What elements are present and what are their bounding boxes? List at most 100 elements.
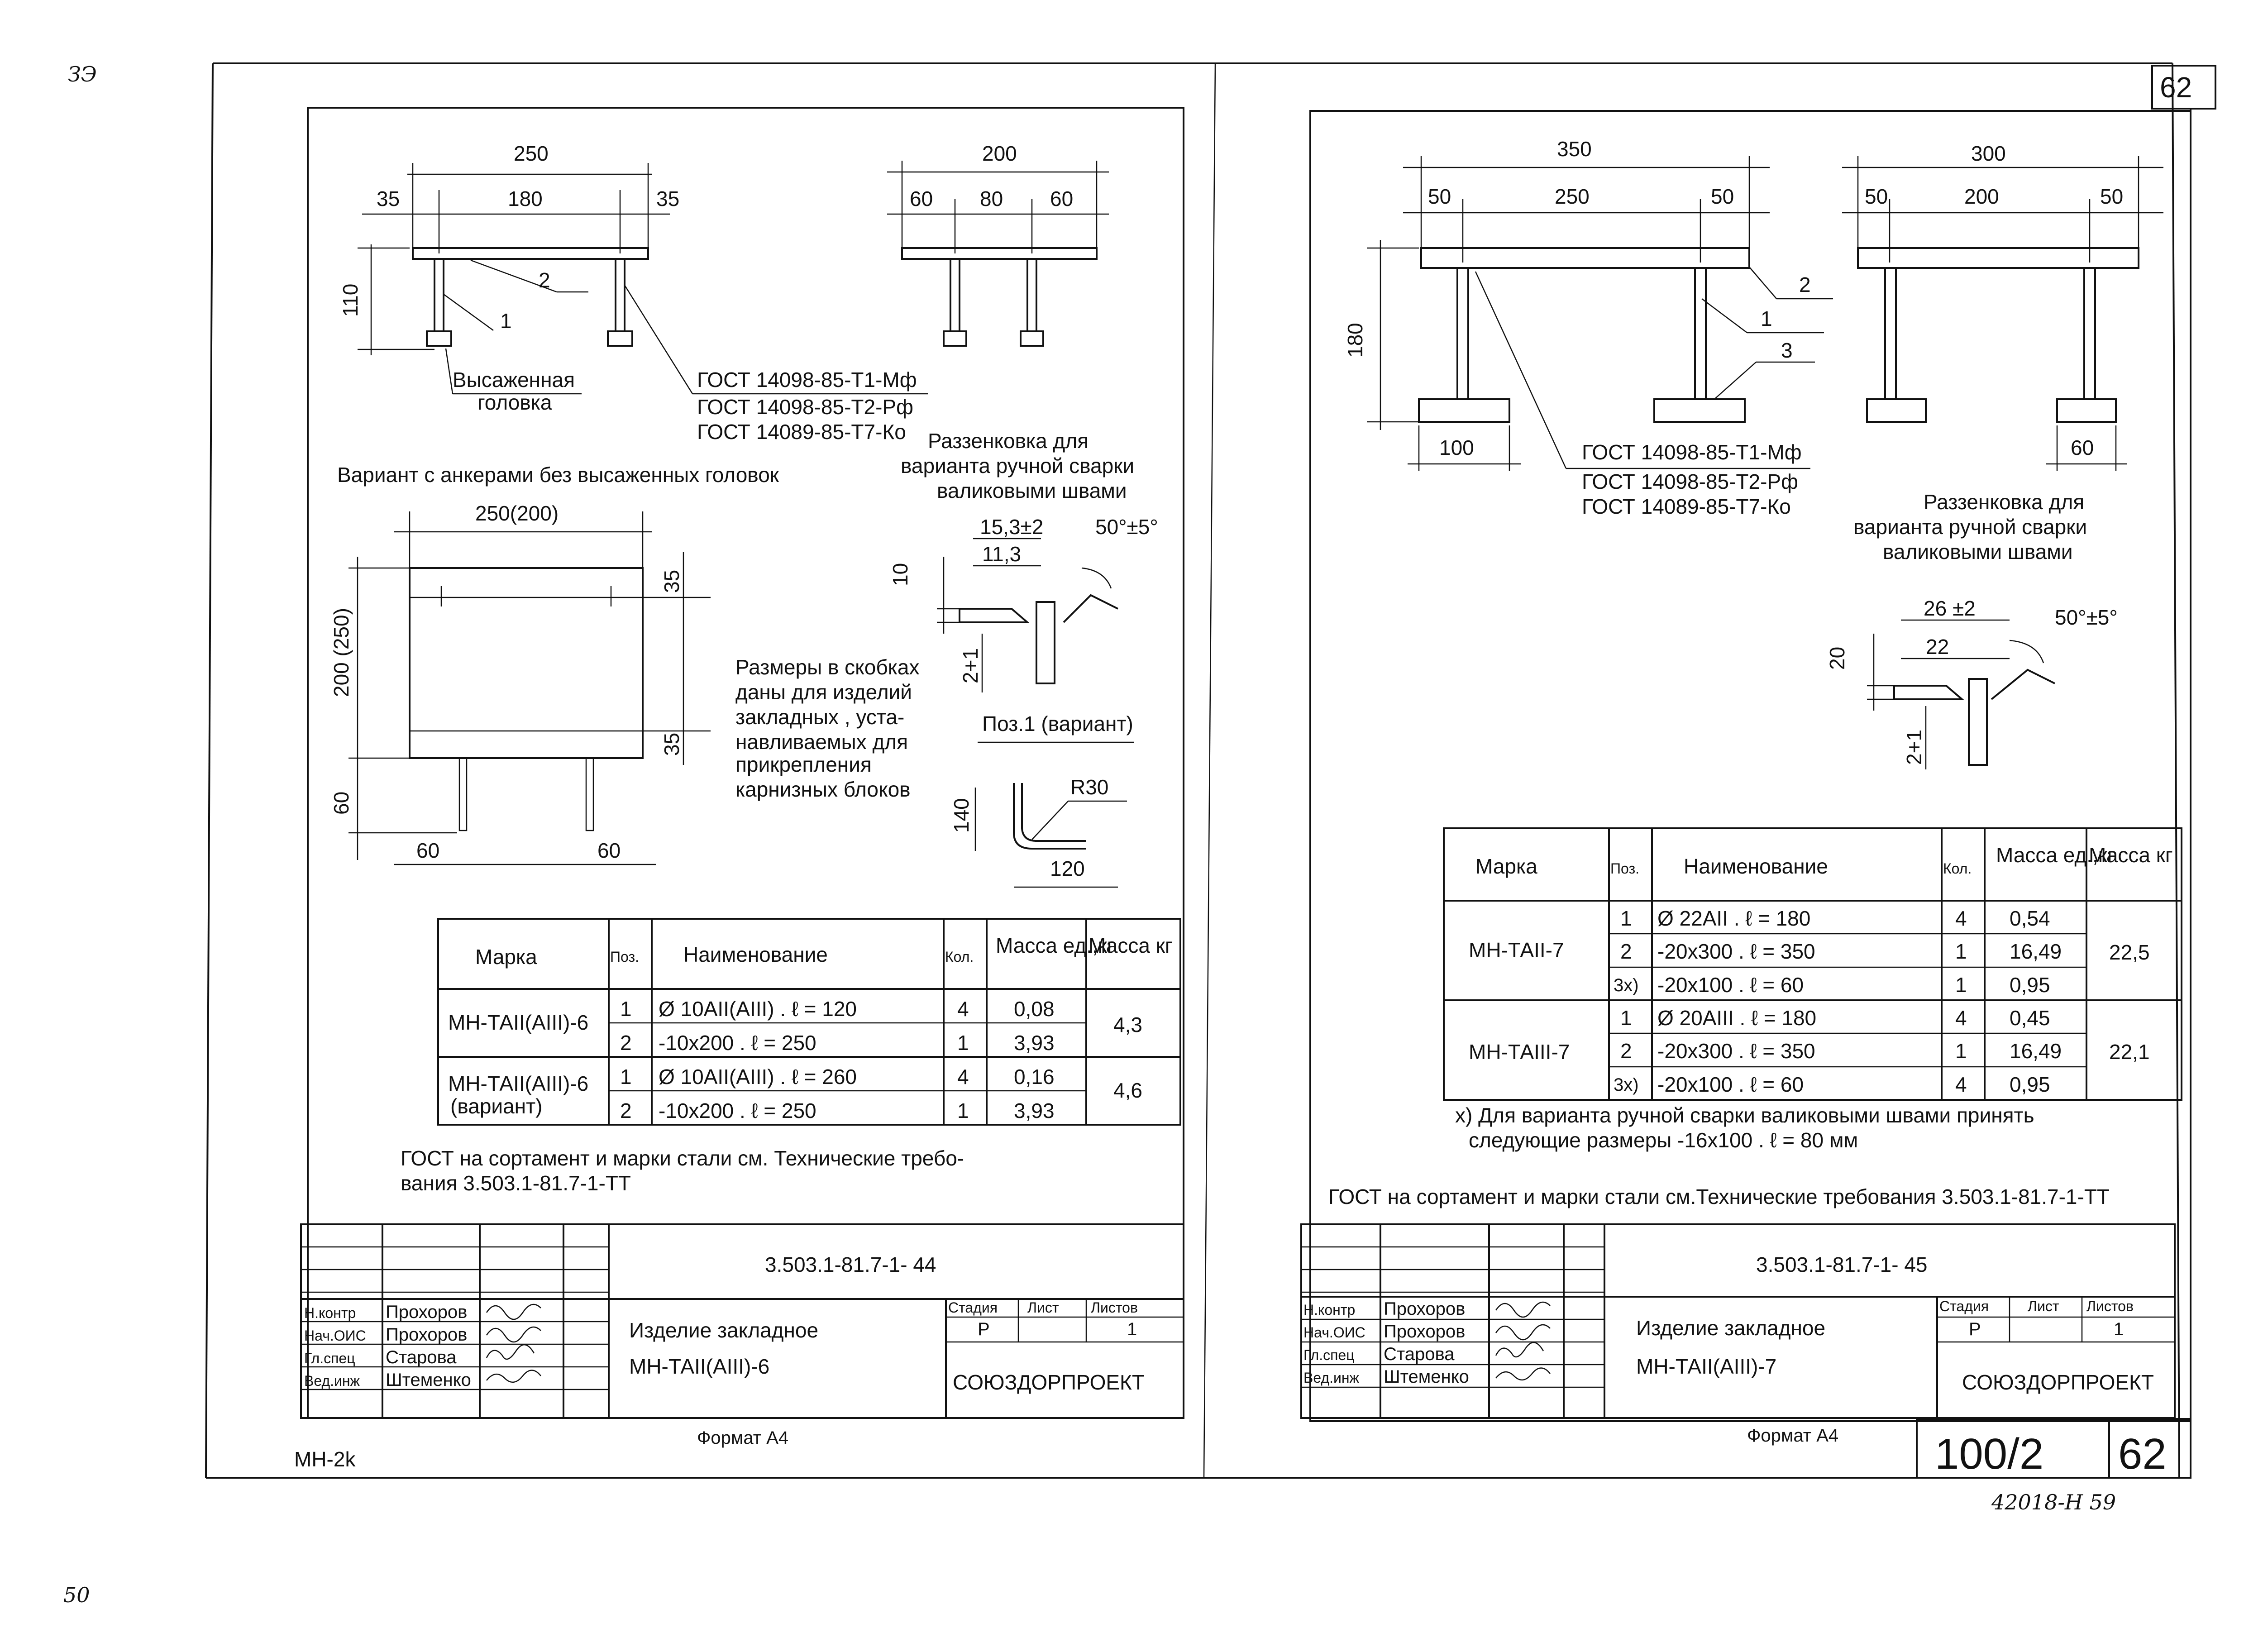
dim-variant-top: 35: [660, 570, 683, 593]
right-org: СОЮЗДОРПРОЕКТ: [1962, 1370, 2154, 1394]
right-g1-r3-qty: 1: [1955, 973, 1967, 997]
bevel-gap: 2+1: [959, 648, 982, 683]
r-dim-b-total: 300: [1971, 142, 2006, 165]
r-dim-b-mid: 200: [1964, 185, 1999, 208]
right-th-mass-unit: Масса ед.,кг: [1996, 843, 2115, 867]
right-g2-r1-mass: 0,45: [2010, 1006, 2050, 1030]
left-gost-note-2: вания 3.503.1-81.7-1-ТТ: [401, 1171, 631, 1195]
pos1-variant-title: Поз.1 (вариант): [982, 712, 1133, 735]
right-g1-r3-pos: 3х): [1614, 975, 1639, 995]
bevel-title-1: Раззенковка для: [928, 429, 1089, 453]
left-th-qty: Кол.: [945, 949, 974, 965]
dim-a-total: 250: [514, 142, 549, 165]
right-g1-r2-pos: 2: [1620, 940, 1632, 963]
dim-a-left: 35: [377, 187, 400, 210]
left-g2-r1-mass: 0,16: [1014, 1065, 1055, 1089]
right-g1-r3-name: -20х100 . ℓ = 60: [1657, 973, 1804, 997]
bracket-note-5: прикрепления: [735, 753, 872, 776]
r-bevel-outer: 26 ±2: [1924, 597, 1976, 620]
right-detail-a: [1367, 156, 1833, 471]
r-dim-b-left: 50: [1865, 185, 1888, 208]
right-g2-mark: МН-ТАIII-7: [1469, 1040, 1570, 1064]
right-stage-label: Стадия: [1939, 1298, 1989, 1314]
right-g2-r3-name: -20х100 . ℓ = 60: [1657, 1073, 1804, 1096]
r-callout-pos2: 2: [1799, 273, 1811, 296]
right-th-pos: Поз.: [1610, 860, 1639, 877]
right-footnote-1: х) Для варианта ручной сварки валиковыми…: [1455, 1103, 2034, 1127]
left-th-mass-unit: Масса ед.,кг: [996, 934, 1115, 957]
head-label-1: Высаженная: [453, 368, 575, 392]
left-g2-r2-name: -10х200 . ℓ = 250: [659, 1099, 816, 1122]
right-sheets: 1: [2114, 1319, 2124, 1339]
r-bevel-angle: 50°±5°: [2055, 606, 2118, 629]
left-sheet-label: Лист: [1027, 1299, 1059, 1316]
left-g2-r1-pos: 1: [620, 1065, 632, 1089]
right-g1-r1-name: Ø 22АII . ℓ = 180: [1657, 907, 1810, 930]
left-role-1: Н.контр: [304, 1305, 356, 1321]
r-bevel-gap: 2+1: [1902, 730, 1926, 765]
left-signatures: [486, 1303, 541, 1383]
album-number: 100/2: [1935, 1430, 2043, 1478]
right-g2-r1-pos: 1: [1620, 1006, 1632, 1030]
dim-variant-height: 200 (250): [329, 608, 353, 697]
right-name-2: Прохоров: [1384, 1322, 1465, 1342]
left-g1-r2-name: -10х200 . ℓ = 250: [659, 1031, 816, 1055]
right-g2-r3-qty: 4: [1955, 1073, 1967, 1096]
gost-line-2: ГОСТ 14098-85-Т2-Рф: [697, 395, 913, 419]
left-format: Формат А4: [697, 1428, 788, 1448]
right-g2-r1-name: Ø 20АIII . ℓ = 180: [1657, 1006, 1816, 1030]
corner-sheet-number: 62: [2160, 71, 2192, 104]
left-g1-r1-pos: 1: [620, 997, 632, 1021]
bevel-depth: 10: [888, 563, 912, 586]
bracket-note-3: закладных , уста-: [735, 705, 904, 729]
left-name-3: Старова: [386, 1347, 457, 1367]
bevel-outer: 15,3±2: [980, 515, 1043, 539]
left-th-mass: Масса кг: [1089, 934, 1173, 957]
dim-b-right: 60: [1050, 187, 1073, 210]
right-g2-r2-name: -20х300 . ℓ = 350: [1657, 1039, 1815, 1063]
left-doc-code: 3.503.1-81.7-1- 44: [765, 1253, 936, 1276]
r-dim-a-right: 50: [1711, 185, 1734, 208]
r-dim-a-left: 50: [1428, 185, 1451, 208]
right-parts-table: [1443, 827, 2182, 1101]
left-g2-r2-qty: 1: [957, 1099, 969, 1122]
right-g1-r2-qty: 1: [1955, 940, 1967, 963]
right-footnote-2: следующие размеры -16х100 . ℓ = 80 мм: [1469, 1128, 1858, 1152]
dim-variant-bottom: 35: [660, 733, 683, 756]
left-g1-r1-name: Ø 10АII(АIII) . ℓ = 120: [659, 997, 857, 1021]
right-doc-code: 3.503.1-81.7-1- 45: [1756, 1253, 1928, 1276]
right-role-4: Вед.инж: [1303, 1370, 1360, 1386]
r-bevel-title-1: Раззенковка для: [1924, 490, 2084, 514]
bracket-note-6: карнизных блоков: [735, 778, 911, 801]
left-name-4: Штеменко: [386, 1370, 471, 1390]
right-stage: Р: [1969, 1319, 1981, 1339]
dim-b-left: 60: [910, 187, 933, 210]
right-detail-b: [1842, 156, 2163, 471]
r-dim-b-right: 50: [2100, 185, 2123, 208]
bracket-note-4: навливаемых для: [735, 730, 908, 754]
bracket-note-1: Размеры в скобках: [735, 655, 919, 679]
r-gost-line-2: ГОСТ 14098-85-Т2-Рф: [1582, 470, 1798, 493]
bevel-title-3: валиковыми швами: [937, 479, 1127, 502]
right-sheets-label: Листов: [2086, 1298, 2134, 1314]
bevel-inner: 11,3: [982, 542, 1021, 566]
head-label-2: головка: [477, 391, 552, 414]
right-signatures: [1495, 1301, 1551, 1380]
left-variant-plan: [349, 511, 711, 865]
dim-a-mid: 180: [508, 187, 543, 210]
left-role-3: Гл.спец: [304, 1350, 355, 1366]
right-g1-r2-mass: 16,49: [2010, 940, 2062, 963]
left-g2-r1-name: Ø 10АII(АIII) . ℓ = 260: [659, 1065, 857, 1089]
right-g1-r1-qty: 4: [1955, 907, 1967, 930]
right-g2-r2-mass: 16,49: [2010, 1039, 2062, 1063]
callout-pos2: 2: [539, 268, 550, 292]
right-role-3: Гл.спец: [1303, 1347, 1355, 1363]
r-bevel-depth: 20: [1825, 647, 1849, 670]
pos1-height: 140: [950, 798, 973, 833]
margin-note-top-left: ЗЭ: [68, 62, 97, 86]
dim-b-total: 200: [982, 142, 1017, 165]
right-g2-r3-mass: 0,95: [2010, 1073, 2050, 1096]
r-gost-line-1: ГОСТ 14098-85-Т1-Мф: [1582, 440, 1802, 464]
left-title-block: [300, 1223, 1184, 1419]
